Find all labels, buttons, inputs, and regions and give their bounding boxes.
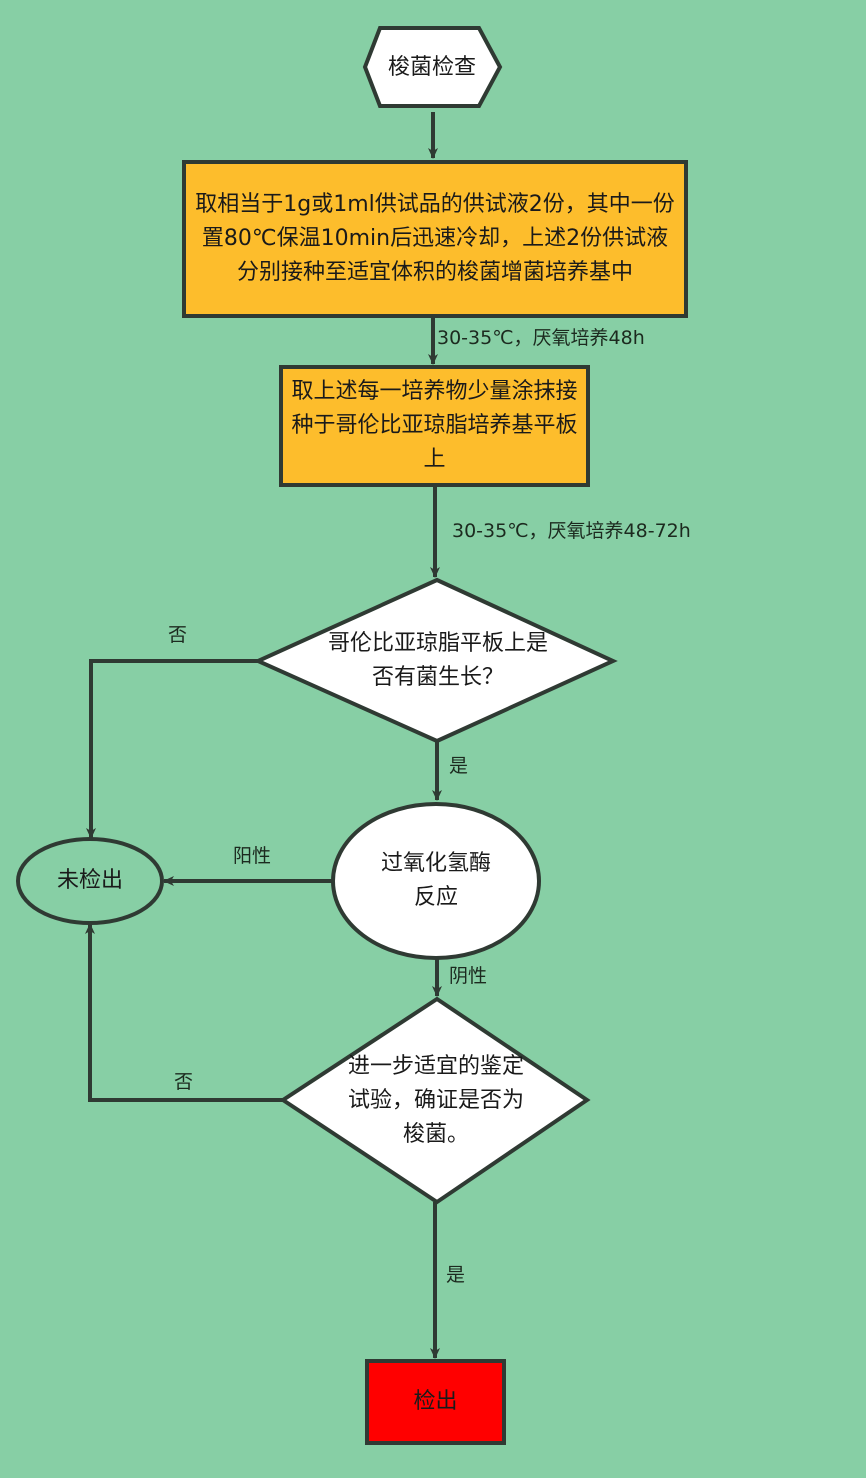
decision1-label: 哥伦比亚琼脂平板上是否有菌生长？ — [327, 631, 548, 690]
test-label: 过氧化氢酶反应 — [380, 851, 491, 910]
decision2-label: 进一步适宜的鉴定试验，确证是否为梭菌。 — [347, 1054, 524, 1147]
step2-label: 取上述每一培养物少量涂抹接种于哥伦比亚琼脂培养基平板上 — [291, 379, 578, 472]
start-label: 梭菌检查 — [388, 55, 477, 80]
edge-decision2-no — [85, 923, 283, 1102]
decision1-diamond — [253, 577, 618, 744]
edge-label-decision1-yes: 是 — [449, 755, 469, 777]
start-hexagon — [362, 26, 503, 108]
edge-label-decision2-yes: 是 — [446, 1264, 466, 1286]
detected-box — [365, 1359, 506, 1445]
edge-label-test-negative: 阴性 — [449, 965, 488, 987]
not-detected-ellipse — [16, 837, 164, 925]
not-detected-label: 未检出 — [56, 868, 123, 893]
edge-label-decision1-no: 否 — [168, 624, 188, 646]
edge-label-step2-to-decision1: 30-35℃，厌氧培养48-72h — [452, 520, 691, 542]
edge-label-step1-to-step2: 30-35℃，厌氧培养48h — [437, 327, 645, 349]
detected-label: 检出 — [413, 1389, 458, 1414]
step1-box — [182, 160, 688, 318]
edge-label-decision2-no: 否 — [174, 1071, 194, 1093]
step2-box — [279, 365, 590, 487]
edge-label-test-positive: 阳性 — [233, 845, 272, 867]
decision2-diamond — [279, 996, 591, 1205]
test-oval — [331, 802, 541, 960]
edge-decision1-no — [86, 659, 258, 839]
step1-label: 取相当于1g或1ml供试品的供试液2份，其中一份置80℃保温10min后迅速冷却… — [195, 192, 675, 285]
